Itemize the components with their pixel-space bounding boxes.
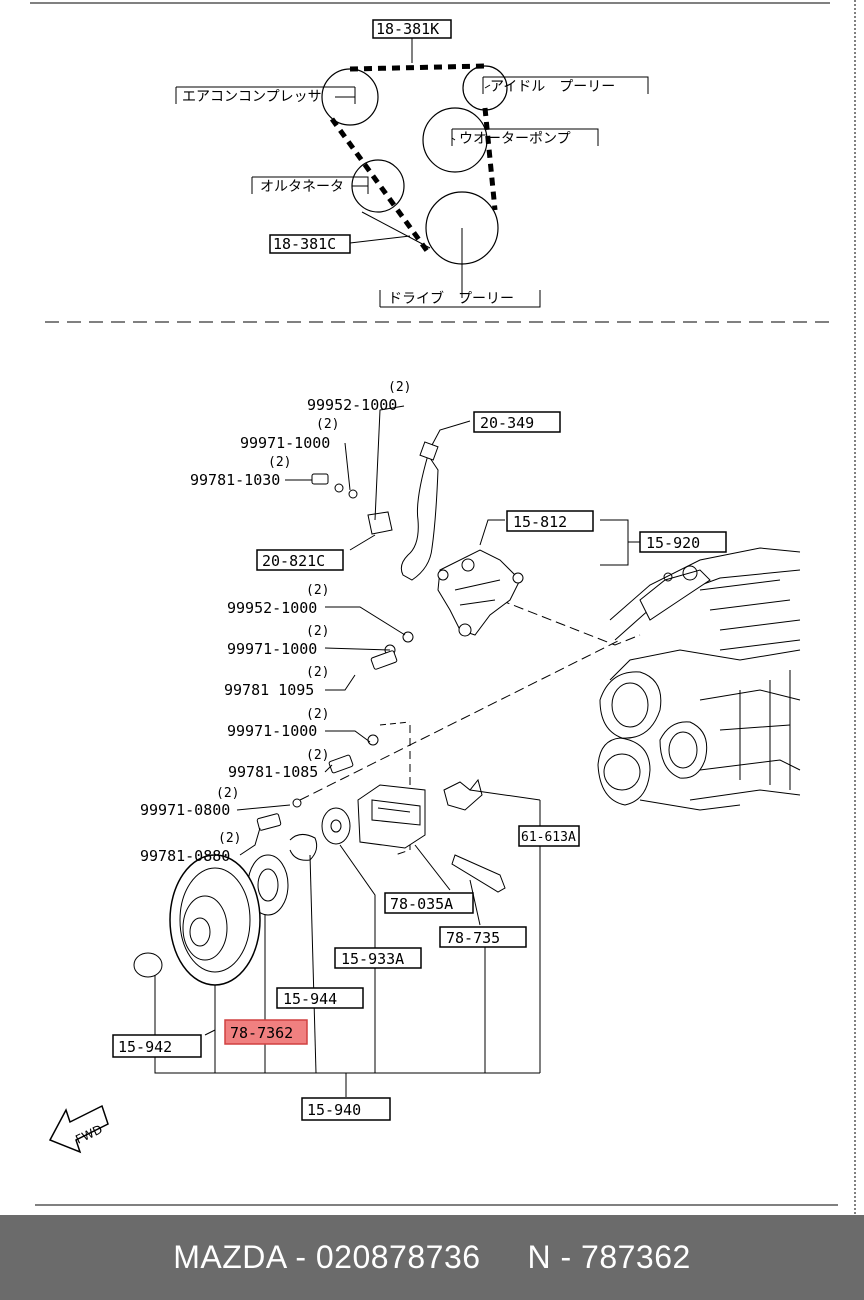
parts-diagram: 18-381K エアコンコンプレッサ アイドル プーリー ウオーターポンプ オル… xyxy=(30,0,856,1215)
bolt xyxy=(451,854,506,893)
part-label-15-940: 15-940 xyxy=(307,1101,361,1119)
adjust-bolt xyxy=(443,778,483,811)
catalog-prefix: N xyxy=(527,1239,552,1275)
part-label-15-944: 15-944 xyxy=(283,990,337,1008)
svg-text:(2): (2) xyxy=(316,417,339,432)
svg-text:99971-0800: 99971-0800 xyxy=(140,801,230,819)
part-label-20-821c: 20-821C xyxy=(262,552,325,570)
cap-15-942 xyxy=(133,952,163,978)
oem-number: 020878736 xyxy=(315,1239,481,1275)
part-label-15-942: 15-942 xyxy=(118,1038,172,1056)
catalog-number: 787362 xyxy=(581,1239,691,1275)
svg-text:(2): (2) xyxy=(306,624,329,639)
svg-text:(2): (2) xyxy=(218,831,241,846)
svg-text:99971-1000: 99971-1000 xyxy=(227,640,317,658)
part-label-18-381c: 18-381C xyxy=(273,235,336,253)
svg-text:(2): (2) xyxy=(268,455,291,470)
belt-right xyxy=(482,107,498,211)
part-box-18-381k xyxy=(372,19,452,39)
part-label-78-7362: 78-7362 xyxy=(230,1024,293,1042)
hose xyxy=(400,453,439,581)
svg-text:99971-1000: 99971-1000 xyxy=(227,722,317,740)
part-number-caption: MAZDA - 020878736 N - 787362 xyxy=(173,1239,691,1275)
engine-block-drawing xyxy=(597,547,801,811)
svg-text:99952-1000: 99952-1000 xyxy=(227,599,317,617)
footer-bar: MAZDA - 020878736 N - 787362 xyxy=(0,1215,864,1300)
exploded-view: 20-349 15-812 15-920 20-821C 61-613A 78-… xyxy=(48,380,801,1154)
ac-compressor-label: エアコンコンプレッサ xyxy=(182,89,322,105)
svg-text:99971-1000: 99971-1000 xyxy=(240,434,330,452)
belt-diagram: 18-381K エアコンコンプレッサ アイドル プーリー ウオーターポンプ オル… xyxy=(175,19,649,308)
idler-pulley-label: アイドル プーリー xyxy=(490,79,615,95)
fasteners-group-top xyxy=(256,473,414,831)
part-label-20-349: 20-349 xyxy=(480,414,534,432)
part-label-61-613a: 61-613A xyxy=(521,830,576,845)
svg-text:(2): (2) xyxy=(306,748,329,763)
part-label-15-812: 15-812 xyxy=(513,513,567,531)
water-pump-label: ウオーターポンプ xyxy=(459,131,571,147)
clamp xyxy=(367,511,393,535)
svg-text:99781-1030: 99781-1030 xyxy=(190,471,280,489)
svg-text:(2): (2) xyxy=(306,707,329,722)
part-label-18-381k: 18-381K xyxy=(376,20,439,38)
snap-ring-15-944 xyxy=(289,834,318,861)
svg-text:99781 1095: 99781 1095 xyxy=(224,681,314,699)
part-label-78-735: 78-735 xyxy=(446,929,500,947)
part-label-15-920: 15-920 xyxy=(646,534,700,552)
tensioner-body xyxy=(357,784,426,849)
belt-top xyxy=(349,63,486,72)
part-box-18-381c xyxy=(269,234,351,254)
alternator-label: オルタネータ xyxy=(260,179,344,195)
svg-text:(2): (2) xyxy=(216,786,239,801)
fastener-labels: (2) 99952-1000 (2) 99971-1000 (2) 99781-… xyxy=(140,380,411,865)
drive-pulley-label: ドライブ プーリー xyxy=(388,290,514,307)
fwd-arrow-icon: FWD xyxy=(48,1104,109,1154)
tensioner-bracket xyxy=(437,549,524,637)
part-label-78-035a: 78-035A xyxy=(390,895,453,913)
svg-text:(2): (2) xyxy=(306,583,329,598)
svg-text:(2): (2) xyxy=(388,380,411,395)
brand-label: MAZDA xyxy=(173,1239,286,1275)
svg-text:(2): (2) xyxy=(306,665,329,680)
svg-text:99781-0880: 99781-0880 xyxy=(140,847,230,865)
part-label-15-933a: 15-933A xyxy=(341,950,404,968)
svg-text:99952-1000: 99952-1000 xyxy=(307,396,397,414)
svg-text:99781-1085: 99781-1085 xyxy=(228,763,318,781)
highlighted-part-box xyxy=(224,1019,308,1045)
